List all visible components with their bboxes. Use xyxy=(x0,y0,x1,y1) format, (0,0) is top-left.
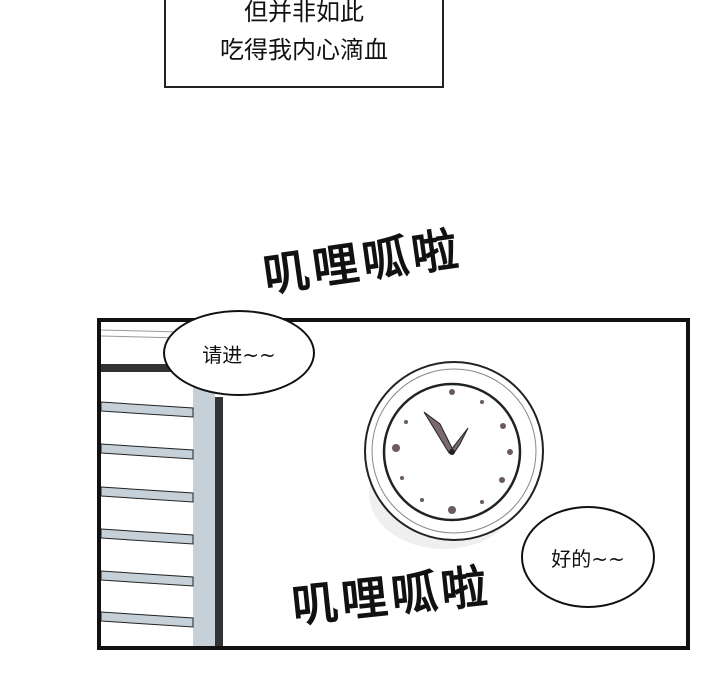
speech-bubble-come-in: 请进~~ xyxy=(163,310,315,396)
window-blinds xyxy=(101,329,223,646)
caption-line-2: 吃得我内心滴血 xyxy=(220,36,388,64)
comic-panel: 叽哩呱啦 xyxy=(97,318,690,650)
speech-bubble-ok: 好的~~ xyxy=(521,506,655,608)
panel-art xyxy=(101,329,544,646)
speech-bubble-text: 请进~~ xyxy=(202,342,276,367)
caption-box: 但并非如此 吃得我内心滴血 xyxy=(164,0,444,88)
sound-effect-top: 叽哩呱啦 xyxy=(259,221,466,303)
speech-bubble-text: 好的~~ xyxy=(551,546,625,571)
clock-icon xyxy=(364,361,544,549)
caption-line-1: 但并非如此 xyxy=(244,0,364,26)
